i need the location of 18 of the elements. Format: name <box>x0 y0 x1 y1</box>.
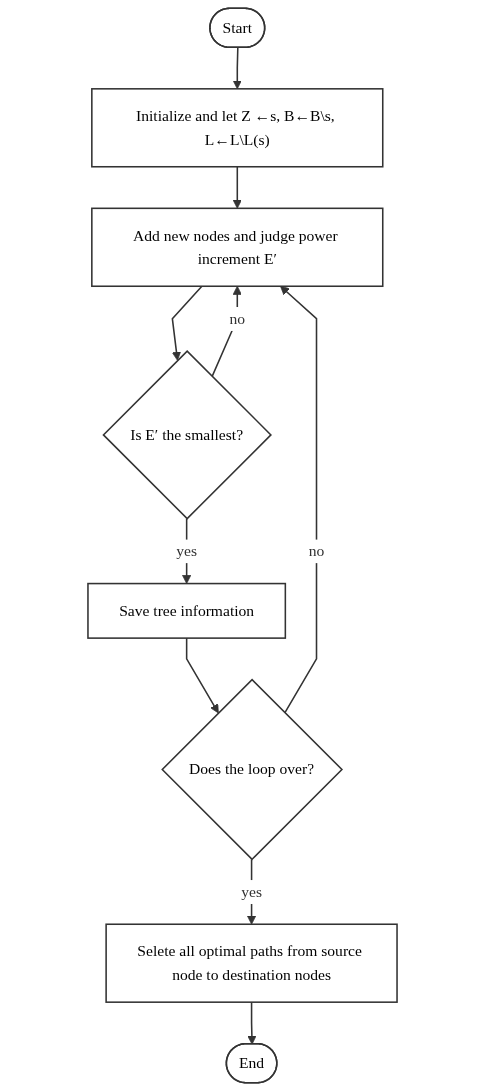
node-box: Add new nodes and judge power increment E′ <box>91 207 384 287</box>
arrow <box>211 285 242 378</box>
arrow <box>232 166 242 209</box>
node-box: Initialize and let Z ←s, B←B\s, L←L\L(s) <box>91 88 384 168</box>
arrow <box>185 637 219 714</box>
node-box: Save tree information <box>87 582 287 639</box>
node-diamond: Does the loop over? <box>161 678 343 861</box>
edge-label: yes <box>241 883 262 900</box>
arrow <box>182 517 192 584</box>
arrow <box>280 285 318 714</box>
node-box: Selete all optimal paths from source node to destination nodes <box>105 923 398 1003</box>
edge-label: yes <box>176 542 198 560</box>
arrow <box>247 1001 257 1045</box>
node-diamond: Is E′ the smallest? <box>102 350 272 520</box>
edge-label: no <box>308 542 325 560</box>
edge-label: no <box>229 310 246 327</box>
arrow <box>171 285 203 361</box>
arrow <box>232 47 242 90</box>
